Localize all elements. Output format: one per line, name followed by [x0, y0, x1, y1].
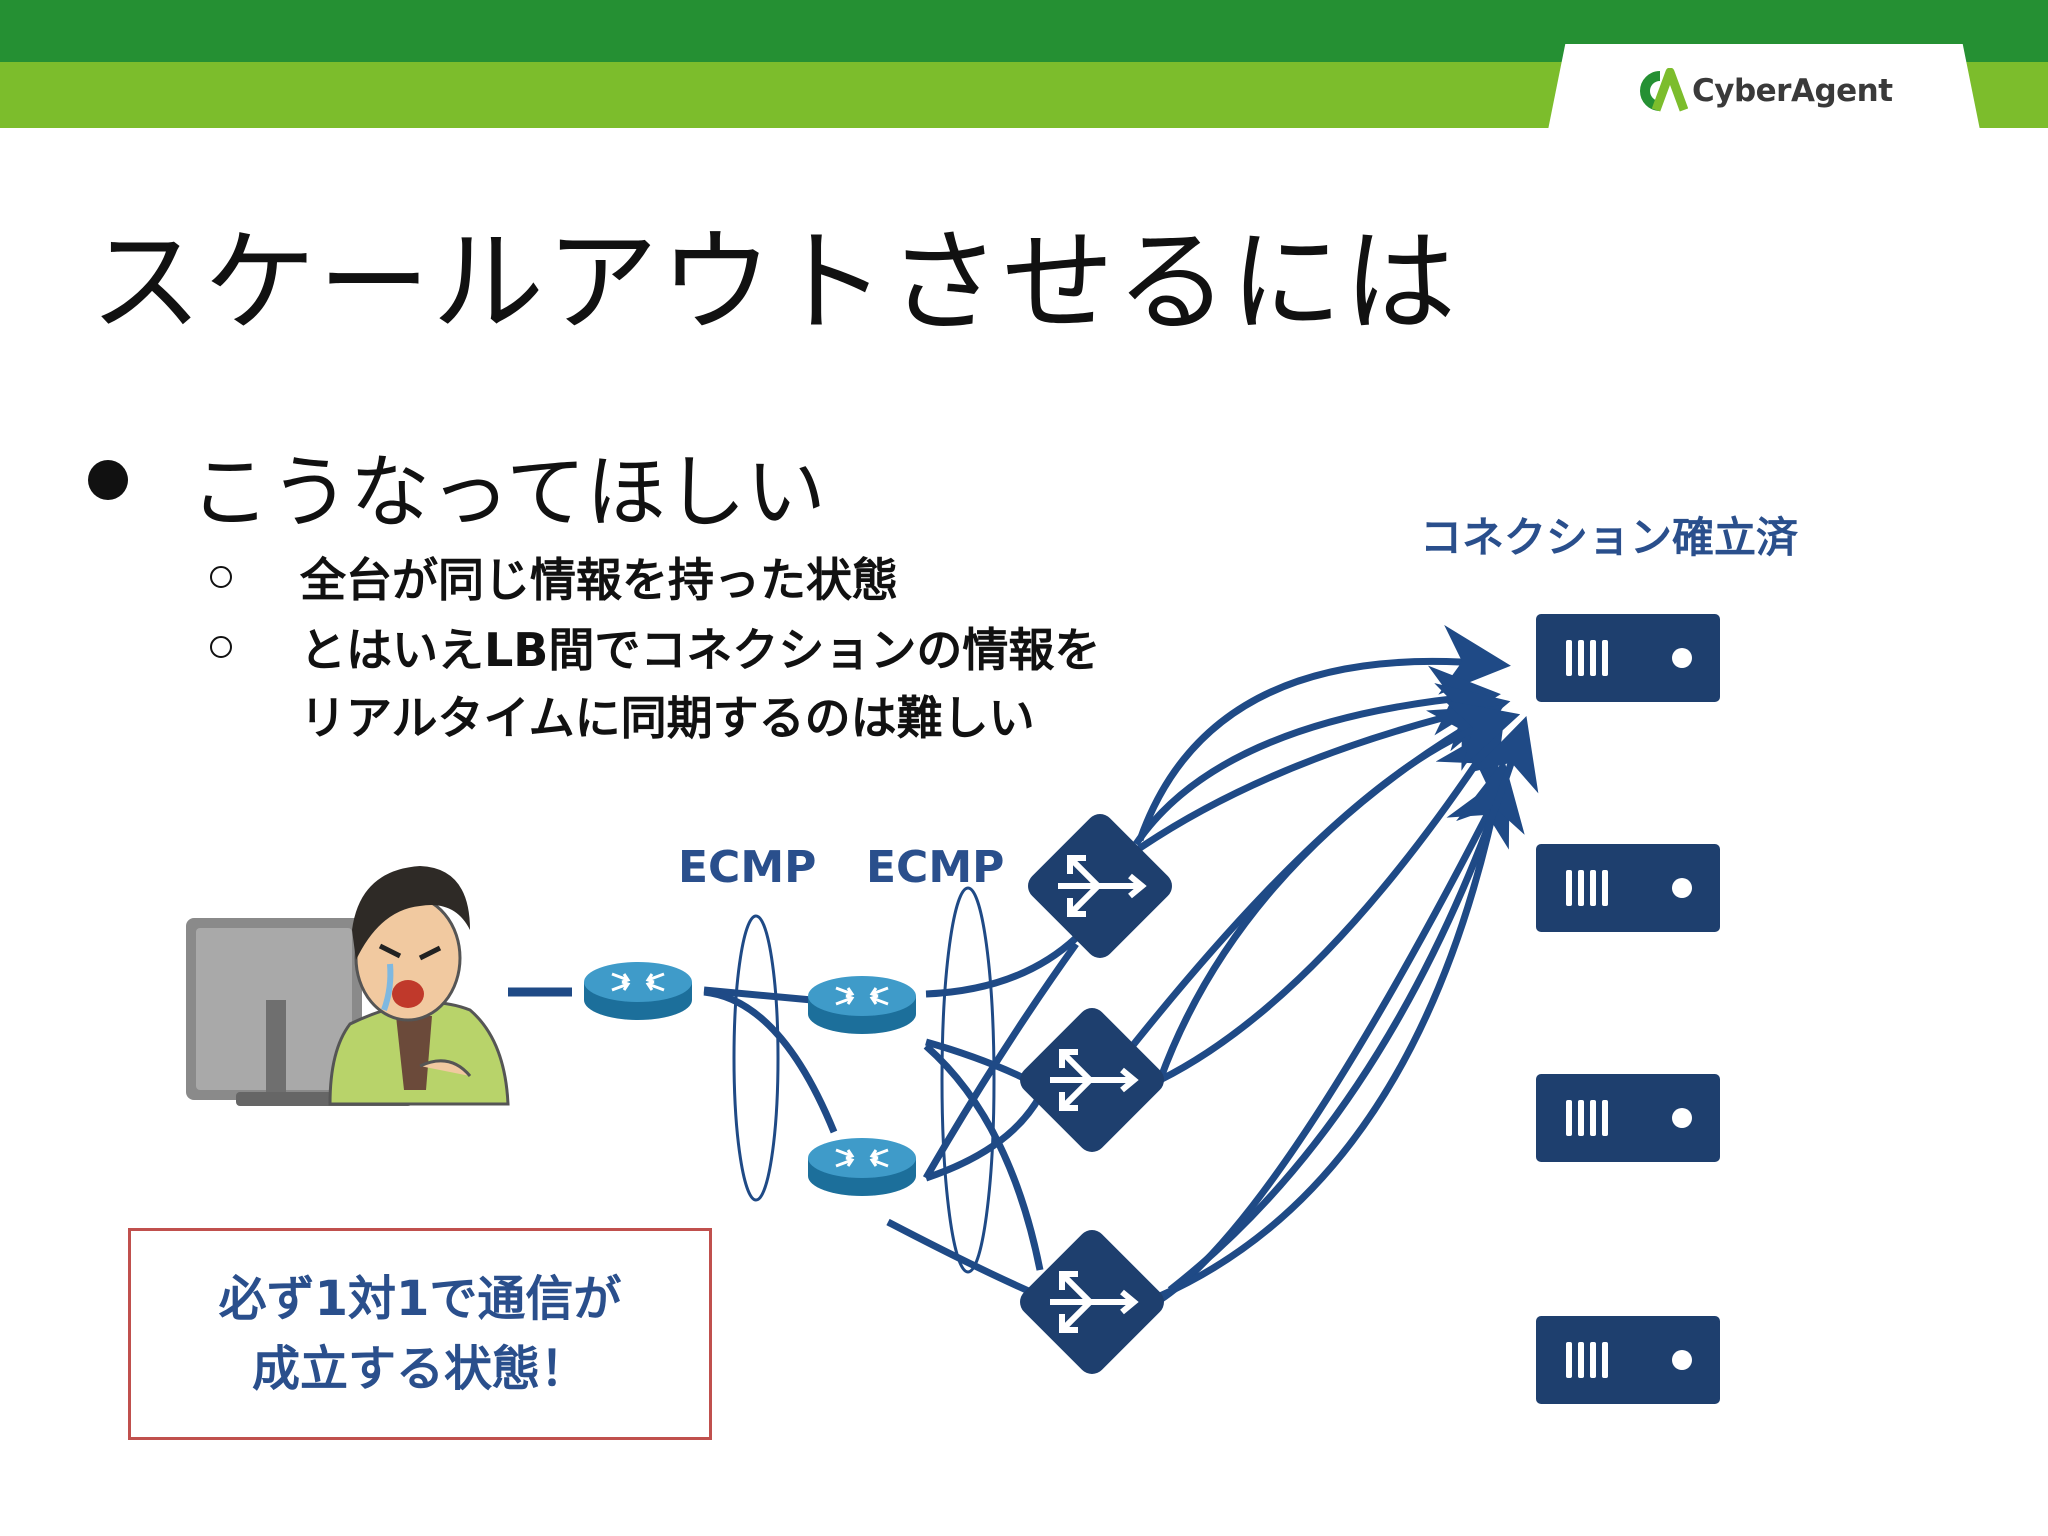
sub-item-text: 全台が同じ情報を持った状態	[300, 546, 898, 614]
logo-tab	[1548, 44, 1980, 130]
cyberagent-logo-icon	[1640, 68, 1688, 112]
slide-title: スケールアウトさせるには	[90, 218, 1458, 348]
server-icon	[1536, 614, 1720, 702]
brand-text: CyberAgent	[1692, 73, 1893, 109]
router-icon	[806, 974, 918, 1036]
server-icon	[1536, 1316, 1720, 1404]
sub-item: とはいえLB間でコネクションの情報を リアルタイムに同期するのは難しい	[210, 616, 1100, 752]
brand-logo: CyberAgent	[1630, 68, 1893, 114]
sub-item-line: リアルタイムに同期するのは難しい	[300, 691, 1035, 745]
note-line: 必ず1対1で通信が	[218, 1271, 622, 1327]
sub-bullet-circle	[210, 636, 232, 658]
note-box: 必ず1対1で通信が 成立する状態！	[128, 1228, 712, 1440]
ecmp-label: ECMP	[866, 842, 1004, 893]
load-balancer-icon	[1022, 808, 1178, 964]
ecmp-ellipse	[940, 886, 996, 1274]
router-icon	[582, 960, 694, 1022]
sub-item-line: とはいえLB間でコネクションの情報を	[300, 623, 1101, 677]
computer-monitor-icon	[186, 918, 412, 1106]
ecmp-label: ECMP	[678, 842, 816, 893]
servers-label: コネクション確立済	[1420, 513, 1799, 562]
note-line: 成立する状態！	[251, 1341, 588, 1397]
sub-item: 全台が同じ情報を持った状態	[210, 546, 898, 614]
sub-bullet-circle	[210, 566, 232, 588]
connection-arrows	[1117, 624, 1539, 1303]
bullet-text: こうなってほしい	[190, 446, 826, 539]
server-icon	[1536, 1074, 1720, 1162]
person-icon	[328, 866, 510, 1106]
bullet-dot	[88, 460, 128, 500]
server-icon	[1536, 844, 1720, 932]
user-at-computer-illustration	[186, 866, 510, 1106]
sub-item-line: 全台が同じ情報を持った状態	[300, 553, 898, 607]
sub-item-text: とはいえLB間でコネクションの情報を リアルタイムに同期するのは難しい	[300, 616, 1100, 752]
connection-lines	[703, 935, 1079, 1300]
router-icon	[806, 1136, 918, 1198]
ecmp-ellipse	[732, 914, 780, 1202]
